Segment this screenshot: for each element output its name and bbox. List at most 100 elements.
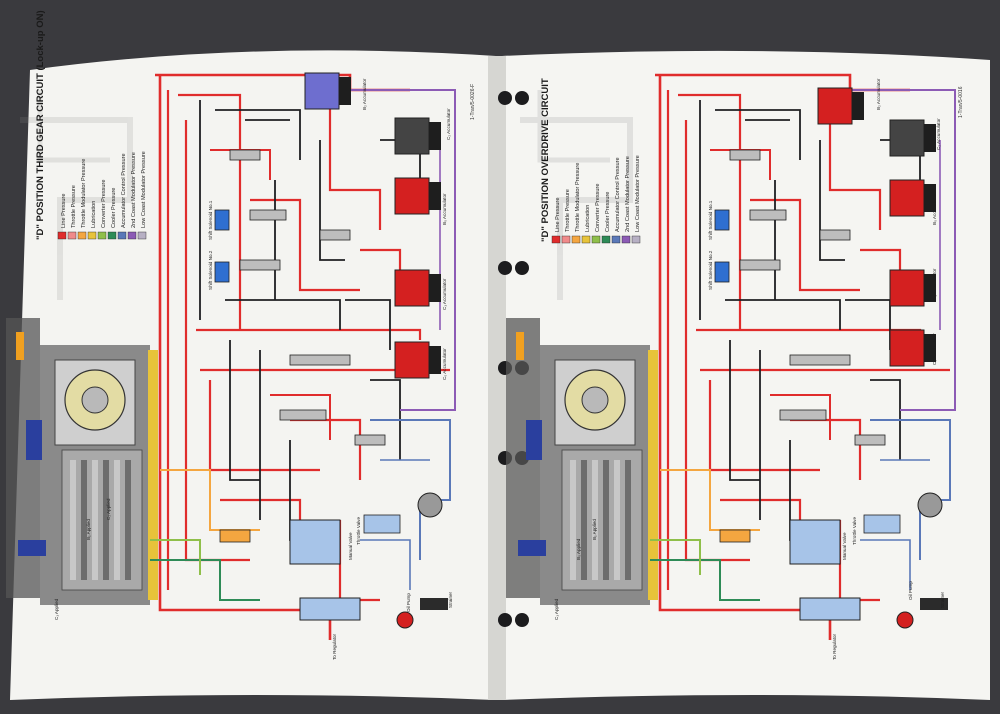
legend-swatch — [621, 235, 631, 244]
passage — [370, 419, 451, 560]
legend-swatch — [561, 235, 571, 244]
torque-converter-hub — [81, 386, 109, 414]
shift-solenoid — [714, 209, 730, 231]
legend-label: Low Coast Modulator Pressure — [141, 151, 147, 228]
component-label: C₂ Applied — [106, 498, 111, 520]
legend-label: Throttle Modulator Pressure — [81, 159, 87, 228]
legend-label: Throttle Modulator Pressure — [575, 163, 581, 232]
clutch-pack — [625, 460, 631, 580]
lubrication-passage — [648, 350, 658, 600]
ghost-passage — [537, 90, 610, 163]
shift-valve-spool — [239, 259, 281, 271]
accumulator — [889, 329, 925, 367]
component-label: C₂ Accumulator — [936, 118, 941, 150]
legend-swatch — [137, 231, 147, 240]
legend-swatch — [57, 231, 67, 240]
clutch-pack — [81, 460, 87, 580]
accumulator-spring — [924, 274, 936, 302]
legend-label: Accumulator Control Pressure — [615, 157, 621, 232]
accumulator-spring — [429, 122, 441, 150]
shift-valve-spool — [819, 229, 851, 241]
component-label: Manual Valve — [842, 532, 847, 560]
servo-part — [18, 540, 46, 556]
throttle-cam — [917, 492, 943, 518]
legend-label: Cooler Pressure — [605, 192, 611, 232]
component-label: Shift Solenoid No.1 — [208, 200, 213, 240]
oil-pump — [896, 611, 914, 629]
legend-swatch — [97, 231, 107, 240]
throttle-modulator-valve — [219, 529, 251, 543]
accumulator-control-network — [360, 419, 451, 590]
accumulator — [889, 269, 925, 307]
legend-swatch — [601, 235, 611, 244]
legend-label: 2nd Coast Modulator Pressure — [625, 156, 631, 232]
shift-valve-spool — [779, 409, 827, 421]
strainer — [420, 598, 448, 610]
legend-label: Line Pressure — [555, 197, 561, 232]
accumulator — [817, 87, 853, 125]
passage — [370, 379, 401, 460]
secondary-regulator-valve — [799, 597, 861, 621]
passage — [828, 100, 882, 230]
legend-swatch — [87, 231, 97, 240]
passage — [870, 379, 901, 460]
accumulator-control-network — [860, 419, 951, 590]
component-label: Shift Solenoid No.2 — [208, 250, 213, 290]
component-label: B₀ Applied — [576, 538, 581, 560]
shift-valve-spool — [854, 434, 886, 446]
component-label: C₂ Accumulator — [446, 108, 451, 140]
servo-part — [518, 540, 546, 556]
accumulator — [889, 119, 925, 157]
oil-pump — [396, 611, 414, 629]
lubrication-passage — [148, 350, 158, 600]
clutch-pack — [125, 460, 131, 580]
passage — [158, 75, 332, 640]
accumulator-spring — [339, 77, 351, 105]
parking-lock-part — [516, 332, 524, 360]
accumulator — [889, 179, 925, 217]
shift-valve-spool — [249, 209, 287, 221]
shift-valve-spool — [229, 149, 261, 161]
passage — [319, 140, 345, 261]
left-title: "D" POSITION THIRD GEAR CIRCUIT (Lock-up… — [35, 10, 46, 240]
shift-solenoid — [214, 261, 230, 283]
legend-label: Lubrication — [91, 201, 97, 228]
governor-part — [26, 420, 42, 460]
clutch-pack — [92, 460, 98, 580]
component-label: B₂ Accumulator — [362, 78, 367, 110]
component-label: Shift Solenoid No.1 — [708, 200, 713, 240]
component-label: C₁ Accumulator — [442, 278, 447, 310]
governor-part — [526, 420, 542, 460]
passage — [345, 299, 391, 350]
accumulator — [394, 341, 430, 379]
throttle-modulator-valve — [719, 529, 751, 543]
shift-valve-spool — [279, 409, 327, 421]
legend-swatch — [611, 235, 621, 244]
accumulator-spring — [924, 334, 936, 362]
passage — [178, 93, 242, 330]
component-label: Manual Valve — [348, 532, 353, 560]
legend-swatch — [591, 235, 601, 244]
clutch-pack — [614, 460, 620, 580]
torque-converter-hub — [581, 386, 609, 414]
left-hydraulic-diagram — [6, 72, 456, 640]
component-label: Oil Pump — [908, 581, 913, 600]
shift-solenoid — [214, 209, 230, 231]
passage — [328, 100, 382, 230]
legend-swatch — [551, 235, 561, 244]
passage — [215, 109, 301, 160]
strainer — [920, 598, 948, 610]
legend-label: Lubrication — [585, 205, 591, 232]
legend-label: Low Coast Modulator Pressure — [635, 155, 641, 232]
accumulator-spring — [924, 124, 936, 152]
clutch-pack — [570, 460, 576, 580]
component-label: C₁ Accumulator — [932, 268, 937, 300]
coast-modulator-network — [830, 89, 956, 411]
converter-passage — [150, 539, 201, 575]
accumulator — [304, 72, 340, 110]
shift-valve-spool — [739, 259, 781, 271]
component-label: C₀ Accumulator — [442, 348, 447, 380]
legend-label: 2nd Coast Modulator Pressure — [131, 152, 137, 228]
clutch-pack — [603, 460, 609, 580]
